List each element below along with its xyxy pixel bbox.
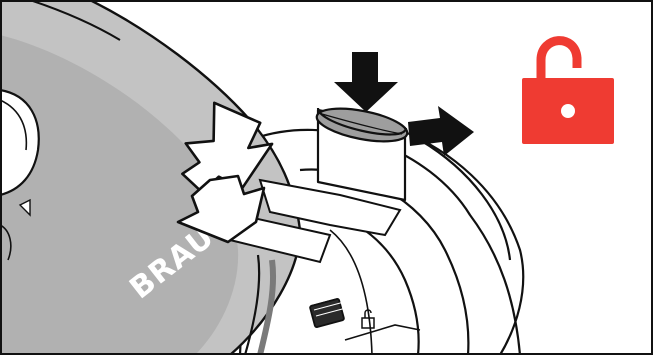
iron-unlock-illustration: BRAUN [0,0,653,355]
